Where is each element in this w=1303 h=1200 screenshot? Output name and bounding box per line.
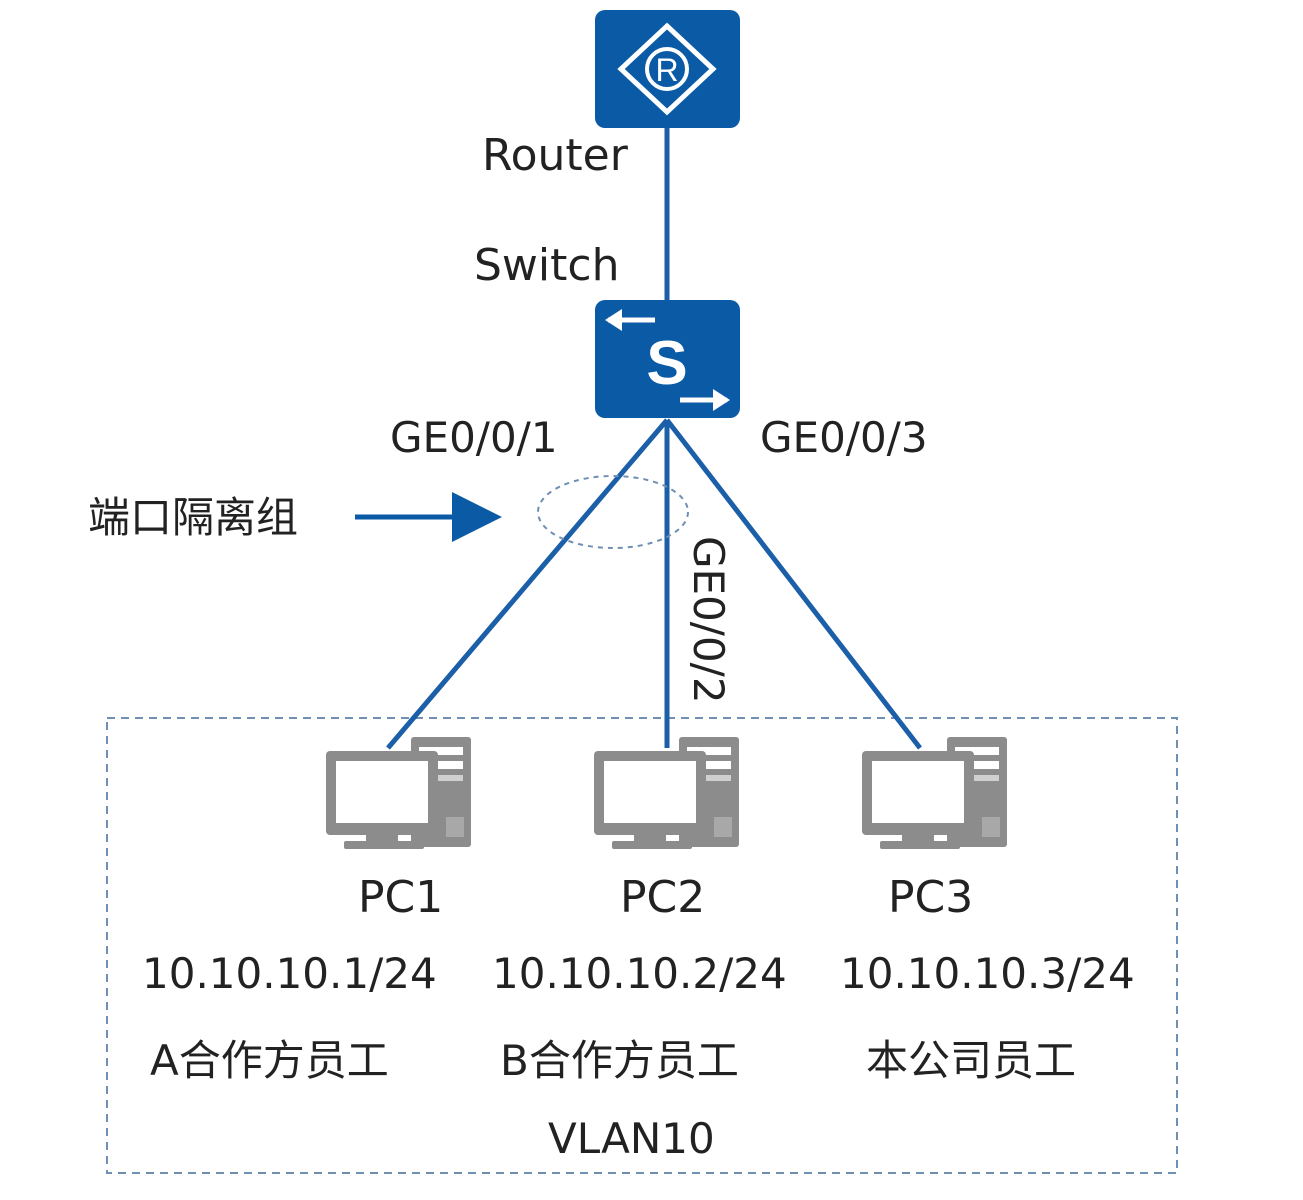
pc3-ip: 10.10.10.3/24 [840,949,1135,998]
isolation-group-ellipse [537,475,689,549]
pc3-role: 本公司员工 [866,1036,1076,1085]
pc2-ip: 10.10.10.2/24 [492,949,787,998]
pc1-ip: 10.10.10.1/24 [142,949,437,998]
pc3-icon [862,737,1007,849]
vlan-region [106,717,1178,1174]
pc1-role: A合作方员工 [150,1036,389,1085]
port-label-ge002: GE0/0/2 [684,536,733,704]
switch-glyph: S [646,329,687,398]
pc3-name: PC3 [888,872,973,923]
port-label-ge001: GE0/0/1 [390,413,558,462]
pc2-icon [594,737,739,849]
pc1-icon [326,737,471,849]
pc2-name: PC2 [620,872,705,923]
pc2-role: B合作方员工 [500,1036,739,1085]
isolation-group-label: 端口隔离组 [88,493,298,542]
link-switch-pc3 [665,418,922,750]
router-icon: R [595,10,740,128]
link-switch-pc1 [386,418,669,750]
port-label-ge003: GE0/0/3 [760,413,928,462]
router-glyph: R [655,52,678,88]
router-label: Router [482,130,629,181]
vlan-label: VLAN10 [548,1114,715,1163]
switch-label: Switch [474,240,619,291]
pc1-name: PC1 [358,872,443,923]
switch-icon: S [595,300,740,418]
